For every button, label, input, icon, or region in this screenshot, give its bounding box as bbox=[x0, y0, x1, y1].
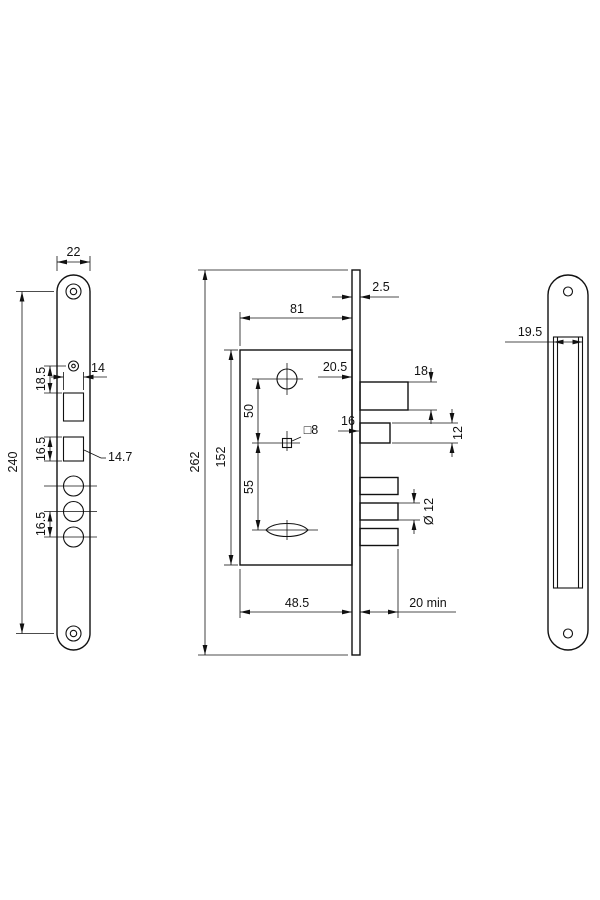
dim-bolt-hole-spacing: 16.5 bbox=[34, 511, 53, 537]
side-view bbox=[239, 269, 409, 656]
screw-hole-top-inner bbox=[69, 287, 78, 296]
pin-hole bbox=[67, 360, 80, 372]
dim-label-19-5: 19.5 bbox=[518, 325, 542, 339]
dim-plate-height: 262 bbox=[188, 269, 348, 656]
latch-cutout bbox=[62, 392, 85, 422]
front-view-centerlines bbox=[44, 485, 97, 538]
pin-hole-inner bbox=[71, 363, 76, 369]
dim-label-2-5: 2.5 bbox=[372, 280, 389, 294]
deadbolt-pin-2 bbox=[359, 502, 399, 521]
deadbolt-pin-3 bbox=[359, 527, 399, 547]
dim-plate-width: 22 bbox=[56, 245, 91, 271]
dim-label-12: 12 bbox=[451, 426, 465, 440]
dim-label-50: 50 bbox=[242, 404, 256, 418]
screw-hole-bottom bbox=[65, 625, 82, 642]
dim-label-81: 81 bbox=[290, 302, 304, 316]
dim-aux-height: 12 bbox=[392, 409, 465, 457]
dim-bolt-diameter: Ø 12 bbox=[398, 489, 436, 534]
dim-label-152: 152 bbox=[214, 447, 228, 468]
faceplate-outline bbox=[56, 274, 91, 651]
dim-latch-offset: 20.5 bbox=[318, 360, 352, 380]
dim-label-20-min: 20 min bbox=[409, 596, 447, 610]
dim-label-18: 18 bbox=[414, 364, 428, 378]
dim-label-18-5: 18.5 bbox=[34, 367, 48, 391]
deadbolt-pin-1 bbox=[359, 476, 399, 496]
faceplate-strip bbox=[351, 269, 361, 656]
side-view-dimensions: 2.5 81 262 152 50 bbox=[188, 269, 465, 656]
dim-edge-plate-width: 19.5 bbox=[505, 325, 583, 345]
dim-latch-cutout-width: 14 bbox=[51, 361, 107, 390]
dim-label-dia-12: Ø 12 bbox=[422, 498, 436, 525]
front-view-dimensions: 22 240 18.5 14 16.5 bbox=[6, 245, 132, 634]
dim-square-follower: □8 bbox=[291, 423, 319, 442]
dim-aux-offset: 16 bbox=[338, 414, 359, 434]
dim-label-20-5: 20.5 bbox=[323, 360, 347, 374]
aux-bolt bbox=[359, 422, 391, 444]
dim-square-cutout-width: 14.7 bbox=[83, 449, 132, 464]
dim-square-cutout-height: 16.5 bbox=[34, 436, 62, 462]
dim-bolt-throw: 20 min bbox=[360, 549, 456, 618]
dim-body-height: 152 bbox=[214, 349, 238, 566]
dim-label-16-5-upper: 16.5 bbox=[34, 437, 48, 461]
dim-screw-spacing: 240 bbox=[6, 291, 54, 634]
screw-hole-bottom-inner bbox=[69, 629, 78, 638]
dim-body-width: 81 bbox=[239, 302, 352, 346]
dim-label-22: 22 bbox=[67, 245, 81, 259]
dim-label-55: 55 bbox=[242, 480, 256, 494]
dim-label-240: 240 bbox=[6, 452, 20, 473]
dim-label-square-8: □8 bbox=[304, 423, 319, 437]
dim-label-16-5-lower: 16.5 bbox=[34, 512, 48, 536]
edge-plate-outline bbox=[547, 274, 589, 651]
dim-label-48-5: 48.5 bbox=[285, 596, 309, 610]
deadbolt-square-cutout bbox=[62, 436, 85, 462]
edge-screw-hole-bottom bbox=[562, 628, 574, 639]
edge-screw-hole-top bbox=[562, 286, 574, 297]
dim-latch-height: 18 bbox=[408, 364, 437, 424]
latch-bolt bbox=[359, 381, 409, 411]
screw-hole-top bbox=[65, 283, 82, 300]
dim-plate-thickness: 2.5 bbox=[332, 280, 399, 300]
dim-label-262: 262 bbox=[188, 452, 202, 473]
dim-hole-offset: 18.5 bbox=[34, 365, 66, 394]
dim-label-16: 16 bbox=[341, 414, 355, 428]
front-view bbox=[44, 274, 97, 651]
dim-label-14-7: 14.7 bbox=[108, 450, 132, 464]
dim-square-to-keyhole: 55 bbox=[242, 443, 318, 531]
edge-recess bbox=[552, 336, 584, 589]
dim-label-14: 14 bbox=[91, 361, 105, 375]
lock-body bbox=[239, 349, 353, 566]
edge-view: 19.5 bbox=[505, 274, 589, 651]
dim-follower-to-square: 50 bbox=[242, 378, 303, 444]
dim-backset: 48.5 bbox=[239, 569, 352, 618]
